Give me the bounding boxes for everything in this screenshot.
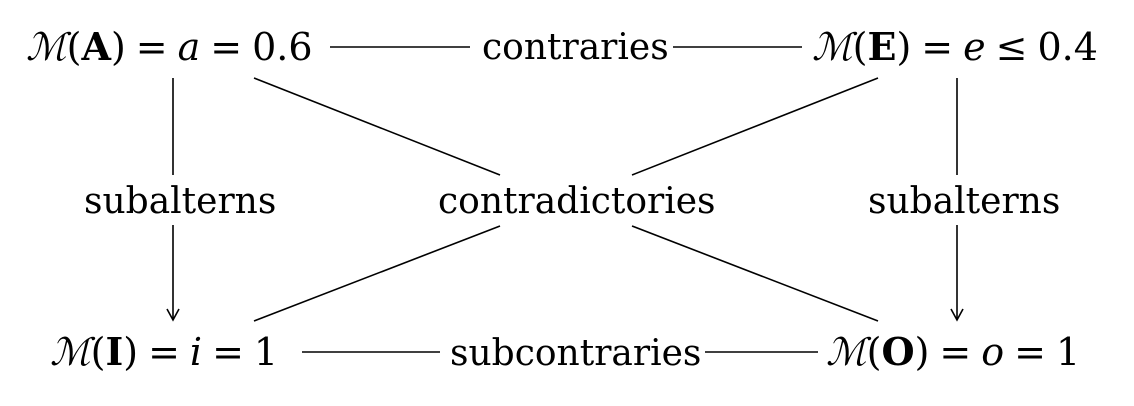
value-i: 1 (253, 330, 279, 374)
modal-m-symbol: ℳ (826, 330, 867, 374)
label-contraries: contraries (478, 30, 673, 66)
contradictories-line-a (253, 77, 501, 176)
letter-i: I (105, 329, 124, 374)
var-o: o (981, 330, 1005, 374)
var-a: a (177, 25, 201, 69)
modal-m-symbol: ℳ (26, 25, 67, 69)
node-a: ℳ(A)=a=0.6 (26, 24, 313, 69)
label-subcontraries: subcontraries (446, 336, 706, 372)
value-o: 1 (1055, 330, 1081, 374)
node-o: ℳ(O)=o=1 (826, 329, 1081, 374)
contradictories-line-o (631, 225, 879, 322)
value-a: 0.6 (252, 25, 313, 69)
label-contradictories: contradictories (434, 184, 720, 220)
contradictories-line-e (631, 77, 879, 176)
modal-m-symbol: ℳ (50, 330, 91, 374)
node-i: ℳ(I)=i=1 (50, 329, 279, 374)
label-subalterns-right: subalterns (864, 184, 1065, 220)
var-i: i (189, 330, 203, 374)
label-subalterns-left: subalterns (80, 184, 281, 220)
modal-m-symbol: ℳ (812, 25, 853, 69)
value-e: 0.4 (1037, 25, 1098, 69)
node-e: ℳ(E)=e≤0.4 (812, 24, 1098, 69)
letter-a: A (81, 24, 111, 69)
letter-o: O (881, 329, 915, 374)
var-e: e (963, 25, 986, 69)
contradictories-line-i (253, 225, 501, 322)
letter-e: E (867, 24, 897, 69)
